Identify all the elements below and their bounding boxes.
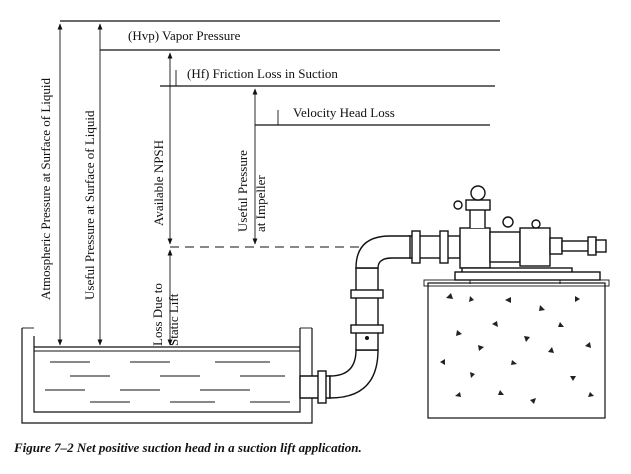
suction-pipe <box>299 230 461 404</box>
figure-caption: Figure 7–2 Net positive suction head in … <box>13 440 362 455</box>
useful-pressure-impeller-label-1: Useful Pressure <box>235 150 250 232</box>
velocity-head-loss-label: Velocity Head Loss <box>293 105 395 120</box>
atmospheric-pressure-label: Atmospheric Pressure at Surface of Liqui… <box>38 77 53 300</box>
useful-pressure-surface-label: Useful Pressure at Surface of Liquid <box>82 110 97 300</box>
vapor-pressure-label: (Hvp) Vapor Pressure <box>128 28 241 43</box>
centrifugal-pump <box>453 185 607 284</box>
useful-pressure-impeller-label-2: at Impeller <box>253 175 268 232</box>
static-lift-label-2: Static Lift <box>166 293 181 346</box>
concrete-foundation <box>423 279 610 419</box>
available-npsh-label: Available NPSH <box>151 140 166 226</box>
friction-loss-label: (Hf) Friction Loss in Suction <box>187 66 338 81</box>
static-lift-label-1: Loss Due to <box>150 283 165 346</box>
